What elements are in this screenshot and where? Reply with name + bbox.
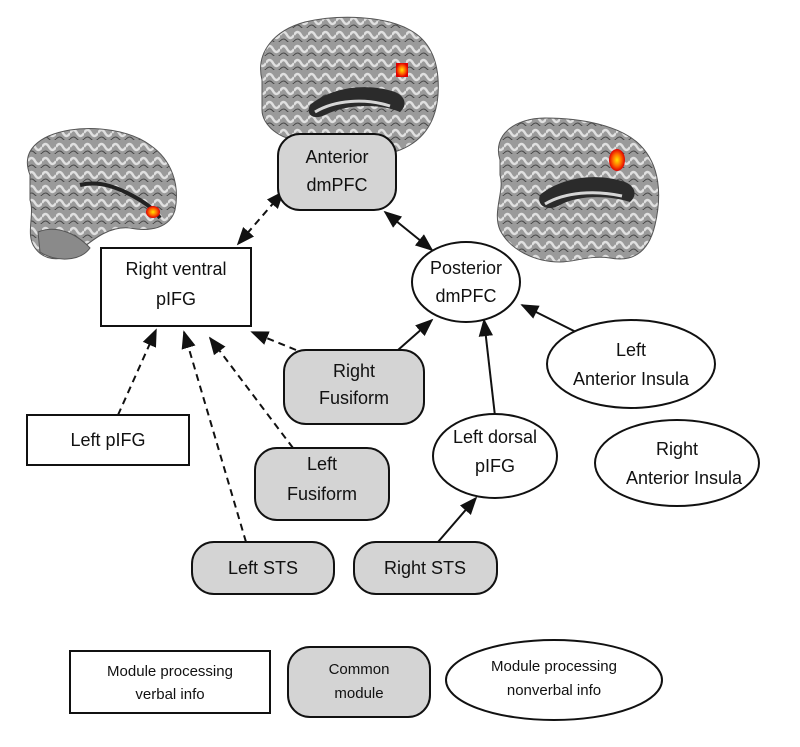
node-left-dorsal-pifg-line1: Left dorsal [453, 427, 537, 447]
node-left-anterior-insula-line1: Left [616, 340, 646, 360]
node-right-ventral-pifg-line1: Right ventral [125, 259, 226, 279]
connections [117, 190, 583, 543]
edge-insula-to-posterior [520, 304, 583, 336]
edge-rightsts-to-dorsal [437, 496, 478, 543]
legend-verbal: Module processing verbal info [69, 650, 271, 714]
node-right-sts: Right STS [353, 541, 498, 595]
node-anterior-dmpfc-line2: dmPFC [306, 175, 367, 195]
legend-nonverbal-line1: Module processing [491, 658, 617, 675]
activation-blob-right [609, 149, 625, 171]
edge-left-pifg-to-ventral [117, 328, 157, 416]
activation-blob-top [396, 63, 408, 77]
node-left-dorsal-pifg: Left dorsal pIFG [432, 413, 558, 499]
brain-image-right [496, 117, 660, 263]
node-left-sts: Left STS [191, 541, 335, 595]
node-anterior-dmpfc-line1: Anterior [305, 147, 368, 167]
legend-common: Common module [287, 646, 431, 718]
node-right-anterior-insula-line1: Right [656, 439, 698, 459]
edge-left-sts-to-ventral [181, 330, 247, 543]
node-left-sts-line1: Left STS [228, 558, 298, 578]
activation-blob-left [146, 206, 160, 218]
edge-fusiform-to-posterior [397, 318, 434, 351]
node-posterior-dmpfc-line2: dmPFC [435, 286, 496, 306]
edge-fusiform-to-ventral [250, 331, 297, 351]
node-right-fusiform-line1: Right [333, 361, 375, 381]
node-right-fusiform-line2: Fusiform [319, 388, 389, 408]
node-right-ventral-pifg: Right ventral pIFG [100, 247, 252, 327]
node-left-anterior-insula: Left Anterior Insula [546, 319, 716, 409]
node-left-anterior-insula-line2: Anterior Insula [573, 369, 690, 389]
edge-left-fusiform-to-ventral [208, 336, 294, 449]
legend-verbal-line2: verbal info [135, 686, 204, 703]
legend-common-line1: Common [329, 661, 390, 678]
brain-image-top [260, 16, 439, 154]
node-right-fusiform: Right Fusiform [283, 349, 425, 425]
edge-anterior-to-posterior [383, 210, 434, 252]
node-right-ventral-pifg-line2: pIFG [156, 289, 196, 309]
node-left-fusiform: Left Fusiform [254, 447, 390, 521]
legend-nonverbal: Module processing nonverbal info [445, 639, 663, 721]
node-posterior-dmpfc-line1: Posterior [430, 258, 502, 278]
node-posterior-dmpfc: Posterior dmPFC [411, 241, 521, 323]
node-left-pifg: Left pIFG [26, 414, 190, 466]
legend-common-line2: module [334, 685, 383, 702]
brain-image-left [26, 128, 177, 260]
node-right-anterior-insula-line2: Anterior Insula [626, 468, 743, 488]
node-anterior-dmpfc: Anterior dmPFC [277, 133, 397, 211]
node-left-dorsal-pifg-line2: pIFG [475, 456, 515, 476]
node-left-fusiform-line2: Fusiform [287, 484, 357, 504]
node-left-fusiform-line1: Left [307, 454, 337, 474]
legend: Module processing verbal info Common mod… [69, 639, 663, 721]
edge-anterior-to-ventral [236, 190, 285, 246]
node-right-sts-line1: Right STS [384, 558, 466, 578]
node-left-pifg-line1: Left pIFG [70, 430, 145, 450]
node-right-anterior-insula: Right Anterior Insula [594, 419, 760, 507]
legend-verbal-line1: Module processing [107, 663, 233, 680]
edge-dorsal-to-posterior [478, 318, 496, 417]
legend-nonverbal-line2: nonverbal info [507, 682, 601, 699]
